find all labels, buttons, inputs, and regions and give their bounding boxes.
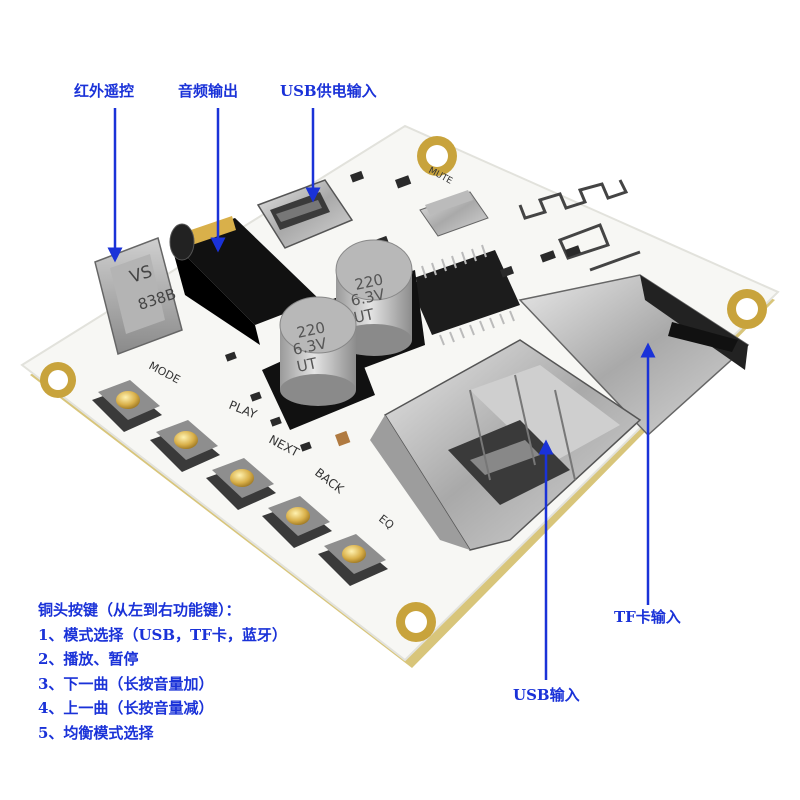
legend-item: 3、下一曲（长按音量加） <box>38 674 214 693</box>
svg-text:220: 220 <box>353 270 385 294</box>
legend-item: 4、上一曲（长按音量减） <box>38 699 214 717</box>
legend-item: 5、均衡模式选择 <box>38 723 154 742</box>
tf-card-slot <box>518 274 750 437</box>
label-usb-in: USB输入 <box>513 686 580 704</box>
push-button <box>92 380 162 432</box>
label-usb-power: USB供电输入 <box>280 82 377 100</box>
usb-a-port <box>370 339 642 551</box>
capacitor: 220 6.3V UT <box>279 296 357 406</box>
svg-text:UT: UT <box>295 354 319 376</box>
push-button <box>150 420 220 472</box>
ir-receiver: VS 838B <box>94 237 183 355</box>
label-tf-card: TF卡输入 <box>614 608 681 626</box>
micro-usb-port <box>256 179 354 249</box>
legend-item: 2、播放、暂停 <box>38 650 139 668</box>
push-button <box>262 496 332 548</box>
antenna-trace <box>518 179 629 220</box>
annotation-arrows <box>107 108 656 680</box>
smd-components <box>225 170 581 452</box>
label-audio-out: 音频输出 <box>178 82 239 100</box>
legend-title: 铜头按键（从左到右功能键）： <box>38 601 241 619</box>
audio-jack <box>169 216 320 345</box>
label-ir-remote: 红外遥控 <box>74 82 135 100</box>
svg-text:220: 220 <box>295 318 327 342</box>
button-legend: 铜头按键（从左到右功能键）： 1、模式选择（USB，TF卡，蓝牙） 2、播放、暂… <box>38 598 287 745</box>
push-button <box>318 534 388 586</box>
crystal <box>419 190 489 237</box>
push-button <box>206 458 276 510</box>
svg-text:UT: UT <box>352 305 376 327</box>
legend-item: 1、模式选择（USB，TF卡，蓝牙） <box>38 625 287 644</box>
